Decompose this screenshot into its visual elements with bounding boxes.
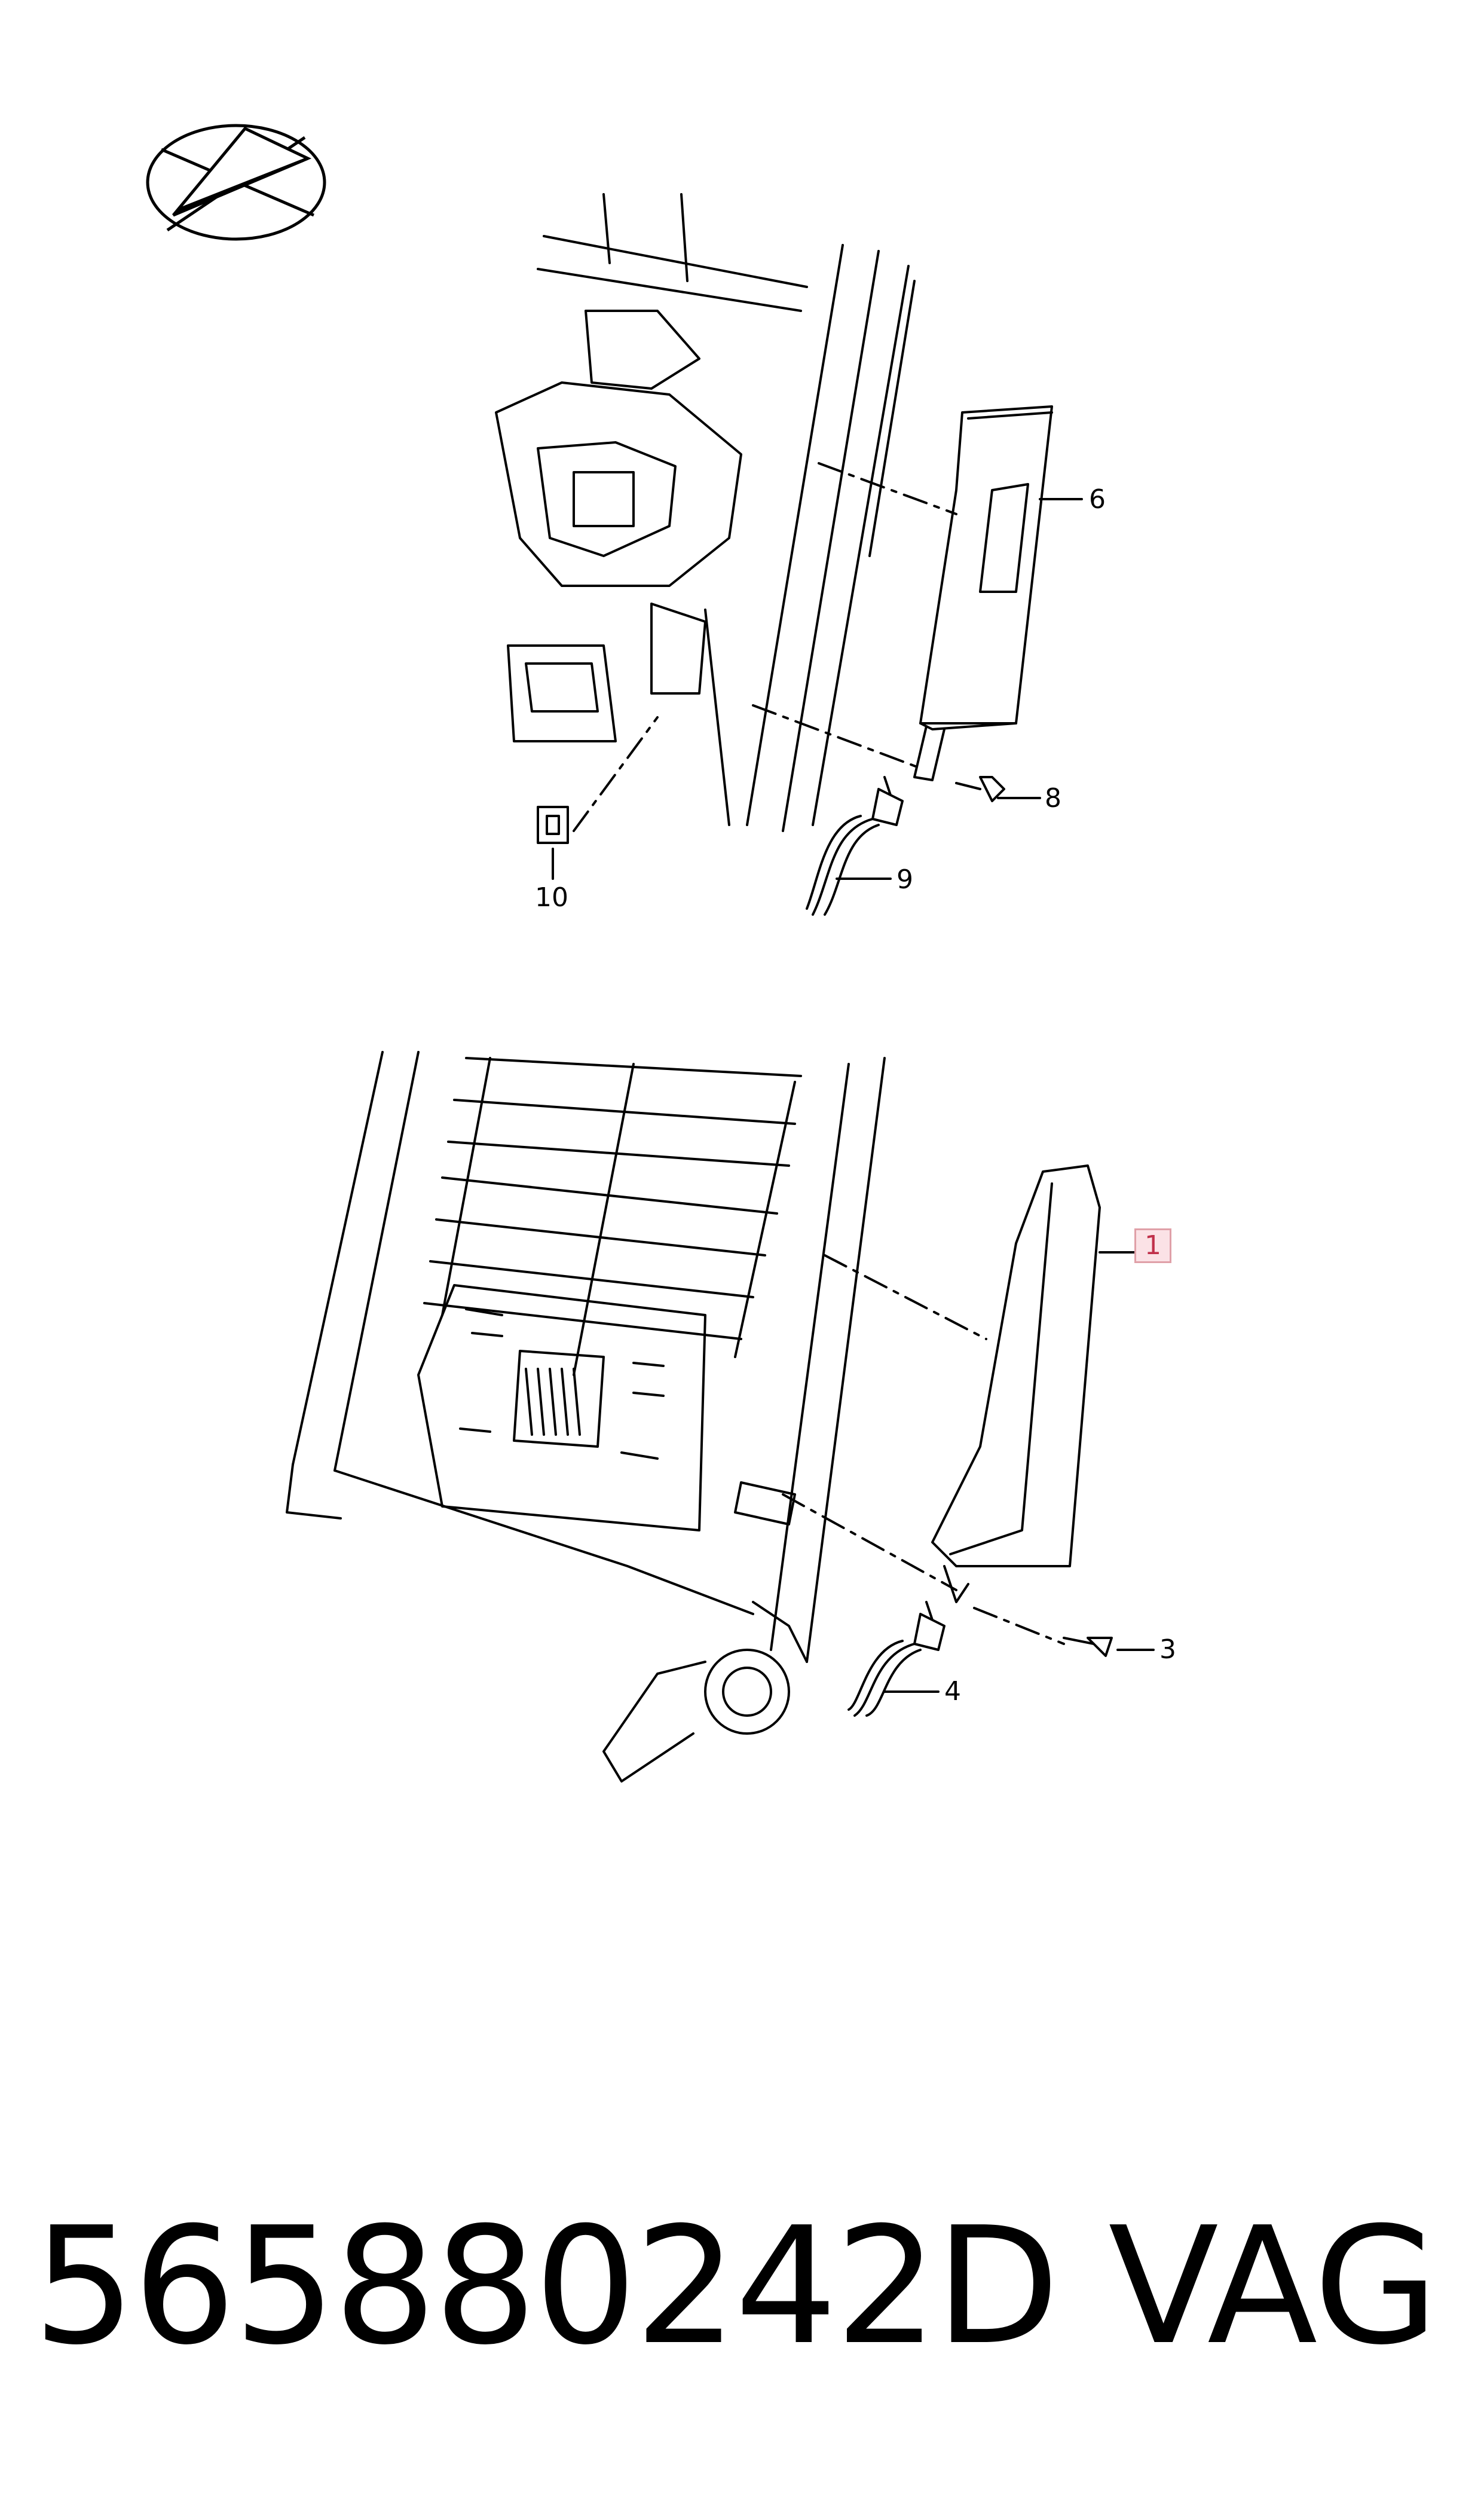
callout-3[interactable]: 3 bbox=[1159, 1634, 1176, 1665]
callout-6[interactable]: 6 bbox=[1089, 484, 1106, 515]
callout-8[interactable]: 8 bbox=[1045, 783, 1061, 814]
part-number: 565880242D bbox=[33, 2192, 1060, 2380]
callout-10[interactable]: 10 bbox=[535, 882, 568, 913]
part-footer: 565880242D VAG bbox=[33, 2206, 1455, 2385]
brand-label: VAG bbox=[1108, 2192, 1439, 2380]
callout-4[interactable]: 4 bbox=[944, 1676, 961, 1707]
callout-9[interactable]: 9 bbox=[896, 864, 913, 895]
callout-1-highlighted[interactable]: 1 bbox=[1134, 1228, 1171, 1263]
